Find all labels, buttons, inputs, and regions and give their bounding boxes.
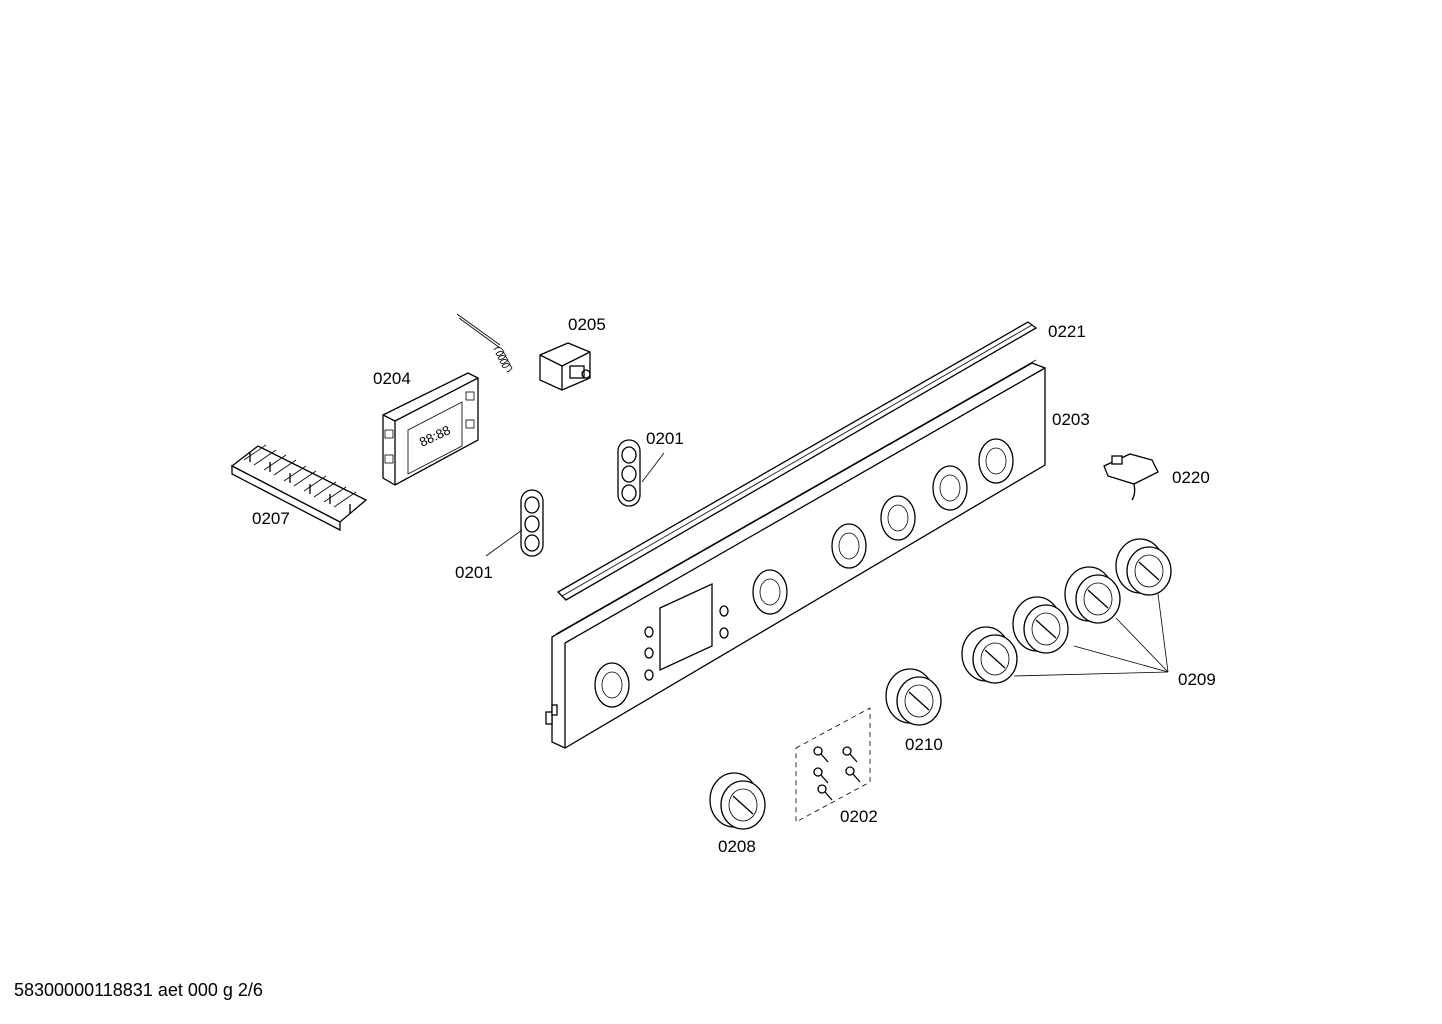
- part-0202-screw-kit: [795, 707, 871, 823]
- part-0201-holder-lower: [520, 489, 544, 557]
- part-0208-knob: [709, 772, 766, 830]
- leader-lines: [485, 452, 1169, 677]
- panel-knob-holes: [594, 438, 1014, 708]
- label-0205: 0205: [568, 315, 606, 334]
- part-0203-control-panel: [545, 359, 1046, 749]
- document-code: 58300000118831 aet 000 g 2/6: [14, 980, 263, 1000]
- part-0220-clip: [1103, 453, 1159, 501]
- part-0209-knob-1: [961, 626, 1018, 684]
- label-0210: 0210: [905, 735, 943, 754]
- part-0221-trim-strip: [556, 321, 1038, 601]
- part-0201-holder-upper: [617, 439, 641, 507]
- label-0201-lower: 0201: [455, 563, 493, 582]
- label-0220: 0220: [1172, 468, 1210, 487]
- part-0210-knob: [885, 668, 942, 726]
- part-labels: 0205 0204 0221 0203 0201 0220 0207 0201 …: [252, 315, 1216, 856]
- label-0209: 0209: [1178, 670, 1216, 689]
- part-0209-knob-3: [1064, 566, 1121, 624]
- part-0209-knob-4: [1115, 538, 1172, 596]
- part-0205-thermostat: [456, 313, 591, 391]
- part-0204-timer-module: 88:88: [382, 372, 479, 486]
- label-0201-upper: 0201: [646, 429, 684, 448]
- label-0207: 0207: [252, 509, 290, 528]
- label-0208: 0208: [718, 837, 756, 856]
- label-0204: 0204: [373, 369, 411, 388]
- label-0221: 0221: [1048, 322, 1086, 341]
- label-0202: 0202: [840, 807, 878, 826]
- label-0203: 0203: [1052, 410, 1090, 429]
- part-0209-knob-2: [1012, 596, 1069, 654]
- part-0207-terminal-block: [230, 444, 368, 532]
